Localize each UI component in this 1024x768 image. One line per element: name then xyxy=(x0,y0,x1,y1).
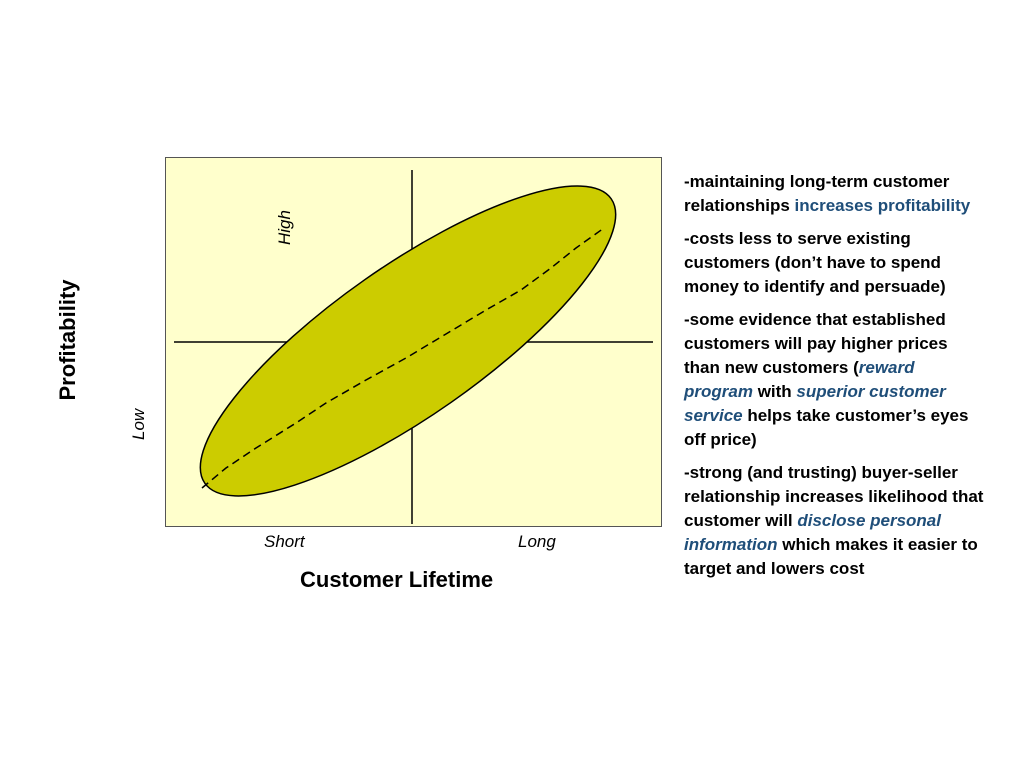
trend-dashed-line xyxy=(201,227,605,489)
diagram-graphic xyxy=(174,170,653,524)
low-label: Low xyxy=(124,409,154,455)
note-1-highlight: increases profitability xyxy=(794,196,971,215)
low-label-text: Low xyxy=(129,408,148,440)
note-3-text-c: helps take customer’s eyes off price) xyxy=(684,406,969,449)
high-label: High xyxy=(270,210,300,260)
note-4: -strong (and trusting) buyer-seller rela… xyxy=(684,461,984,581)
short-label: Short xyxy=(264,532,305,551)
note-4-highlight: disclose personal information xyxy=(684,511,941,554)
note-4-text-b: which makes it easier to target and lowe… xyxy=(684,535,978,578)
note-3-highlight-reward: reward program xyxy=(684,358,915,401)
note-2-text: -costs less to serve existing customers … xyxy=(684,229,946,296)
long-label: Long xyxy=(518,532,556,551)
note-3-text-b: with xyxy=(752,382,797,401)
profitability-ellipse xyxy=(199,185,617,497)
note-3-highlight-service: superior customer service xyxy=(684,382,946,425)
note-1: -maintaining long-term customer relation… xyxy=(684,170,984,218)
notes-panel: -maintaining long-term customer relation… xyxy=(684,170,984,590)
note-3: -some evidence that established customer… xyxy=(684,308,984,452)
x-axis-title: Customer Lifetime xyxy=(300,567,494,592)
quadrant-diagram xyxy=(165,157,662,527)
y-axis-title-text: Profitability xyxy=(55,279,80,401)
high-label-text: High xyxy=(275,210,294,245)
note-2: -costs less to serve existing customers … xyxy=(684,227,984,299)
note-1-text: -maintaining long-term customer relation… xyxy=(684,172,950,215)
note-3-text-a: -some evidence that established customer… xyxy=(684,310,948,377)
note-4-text-a: -strong (and trusting) buyer-seller rela… xyxy=(684,463,984,530)
